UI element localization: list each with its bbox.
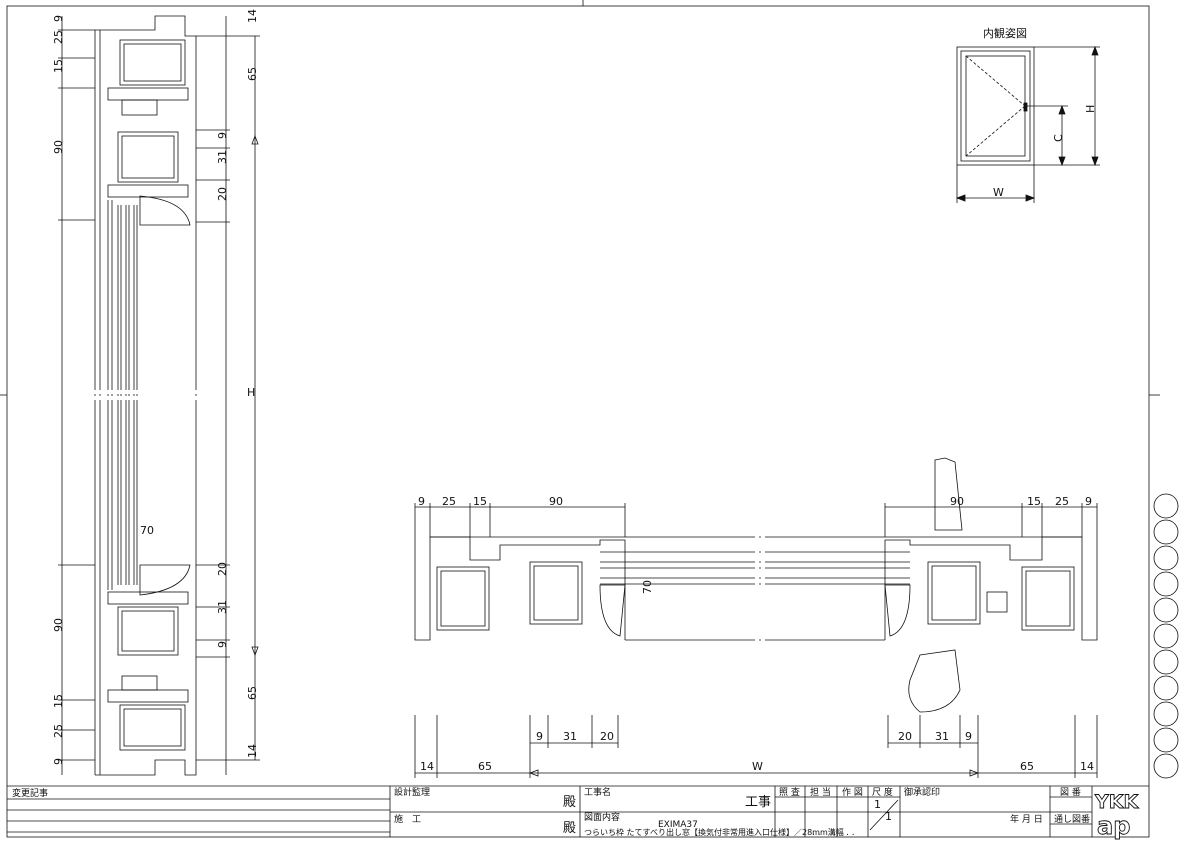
- vs-left-dim-8: 9: [52, 758, 65, 765]
- hs-glass-dim: 70: [641, 580, 654, 594]
- hs-bottom-dim-2: 65: [478, 760, 492, 773]
- vs-right-dim-1: 14: [246, 9, 259, 23]
- tb-scale-num: 1: [874, 798, 881, 811]
- elevation-view: 内観姿図 W H C: [955, 26, 1100, 203]
- vs-right-dim-8: 9: [216, 641, 229, 648]
- elevation-c-label: C: [1052, 134, 1065, 142]
- tb-scale: 尺 度: [872, 786, 893, 798]
- hs-top-dim-6: 15: [1027, 495, 1041, 508]
- vs-left-dim-4: 90: [52, 140, 65, 154]
- tb-drawing-no: 図 番: [1060, 786, 1081, 798]
- tb-check: 照 査: [779, 786, 800, 798]
- hs-top-dim-8: 9: [1085, 495, 1092, 508]
- logo-top: YKK: [1094, 791, 1139, 813]
- tb-drawing-content: 図面内容: [584, 811, 620, 823]
- vs-right-dim-9: 65: [246, 686, 259, 700]
- tb-project-name: 工事名: [584, 786, 611, 798]
- hs-bottom-dim-5: 20: [600, 730, 614, 743]
- hs-top-dim-7: 25: [1055, 495, 1069, 508]
- vs-right-dim-6: 20: [216, 562, 229, 576]
- hs-bottom-dim-3: 9: [536, 730, 543, 743]
- elevation-title: 内観姿図: [983, 26, 1027, 40]
- vs-left-dim-1: 9: [52, 15, 65, 22]
- vs-left-dim-7: 25: [52, 724, 65, 738]
- vs-right-dim-4: 31: [216, 150, 229, 164]
- horizontal-section: 9 25 15 90 90 15 25 9 14 65 9 31 20 20 3…: [414, 457, 1098, 778]
- hs-bottom-dim-8: 9: [965, 730, 972, 743]
- tb-honorific-2: 殿: [563, 821, 576, 836]
- tb-project-suffix: 工事: [745, 795, 771, 810]
- vs-right-dim-2: 65: [246, 67, 259, 81]
- tb-approval: 御承認印: [904, 786, 940, 798]
- hs-top-dim-5: 90: [950, 495, 964, 508]
- tb-dots-2: . .: [846, 828, 855, 838]
- elevation-h-label: H: [1084, 105, 1097, 113]
- vs-left-dim-6: 15: [52, 694, 65, 708]
- hs-bottom-dim-10: 14: [1080, 760, 1094, 773]
- tb-honorific-1: 殿: [563, 795, 576, 810]
- vertical-section: 9 25 15 90 90 15 25 9 14 65 9 31 20 20 3…: [52, 9, 260, 776]
- hs-top-dim-4: 90: [549, 495, 563, 508]
- hs-bottom-dim-1: 14: [420, 760, 434, 773]
- tb-change-record: 変更記事: [12, 787, 48, 799]
- elevation-w-label: W: [993, 186, 1004, 199]
- revision-circles: [1153, 493, 1179, 779]
- hs-bottom-dim-4: 31: [563, 730, 577, 743]
- tb-model: EXIMA37: [658, 820, 698, 830]
- sheet-border: [6, 5, 1150, 838]
- hs-top-dim-2: 25: [442, 495, 456, 508]
- tb-drawing: 作 図: [842, 786, 863, 798]
- hs-bottom-dim-6: 20: [898, 730, 912, 743]
- logo-bottom: ap: [1097, 812, 1130, 840]
- tb-serial-no: 通し図番: [1054, 813, 1090, 825]
- title-block: 変更記事 設計監理 施 工 殿 殿 工事名 工事 図面内容 EXIMA37 つら…: [7, 785, 1149, 841]
- hs-top-dim-1: 9: [418, 495, 425, 508]
- tb-charge: 担 当: [810, 786, 831, 798]
- vs-left-dim-5: 90: [52, 618, 65, 632]
- tb-date: 年 月 日: [1010, 813, 1043, 825]
- tb-scale-den: 1: [885, 810, 892, 823]
- vs-glass-dim: 70: [140, 524, 154, 537]
- vs-left-dim-3: 15: [52, 59, 65, 73]
- ykk-ap-logo: YKK ap: [1094, 791, 1140, 841]
- hs-top-dim-3: 15: [473, 495, 487, 508]
- vs-left-dim-2: 25: [52, 30, 65, 44]
- vs-right-dim-10: 14: [246, 744, 259, 758]
- hs-w-label: W: [752, 760, 763, 773]
- tb-dots-1: . .: [812, 828, 821, 838]
- vs-right-dim-5: 20: [216, 187, 229, 201]
- vs-right-dim-7: 31: [216, 600, 229, 614]
- hs-bottom-dim-7: 31: [935, 730, 949, 743]
- tb-construction: 施 工: [394, 813, 421, 825]
- hs-bottom-dim-9: 65: [1020, 760, 1034, 773]
- vs-h-label: H: [247, 386, 255, 399]
- tb-description: つらいち枠 たてすべり出し窓【換気付非常用進入口仕様】／28mm溝幅: [584, 827, 844, 837]
- vs-right-dim-3: 9: [216, 132, 229, 139]
- tb-design-supervision: 設計監理: [394, 786, 430, 798]
